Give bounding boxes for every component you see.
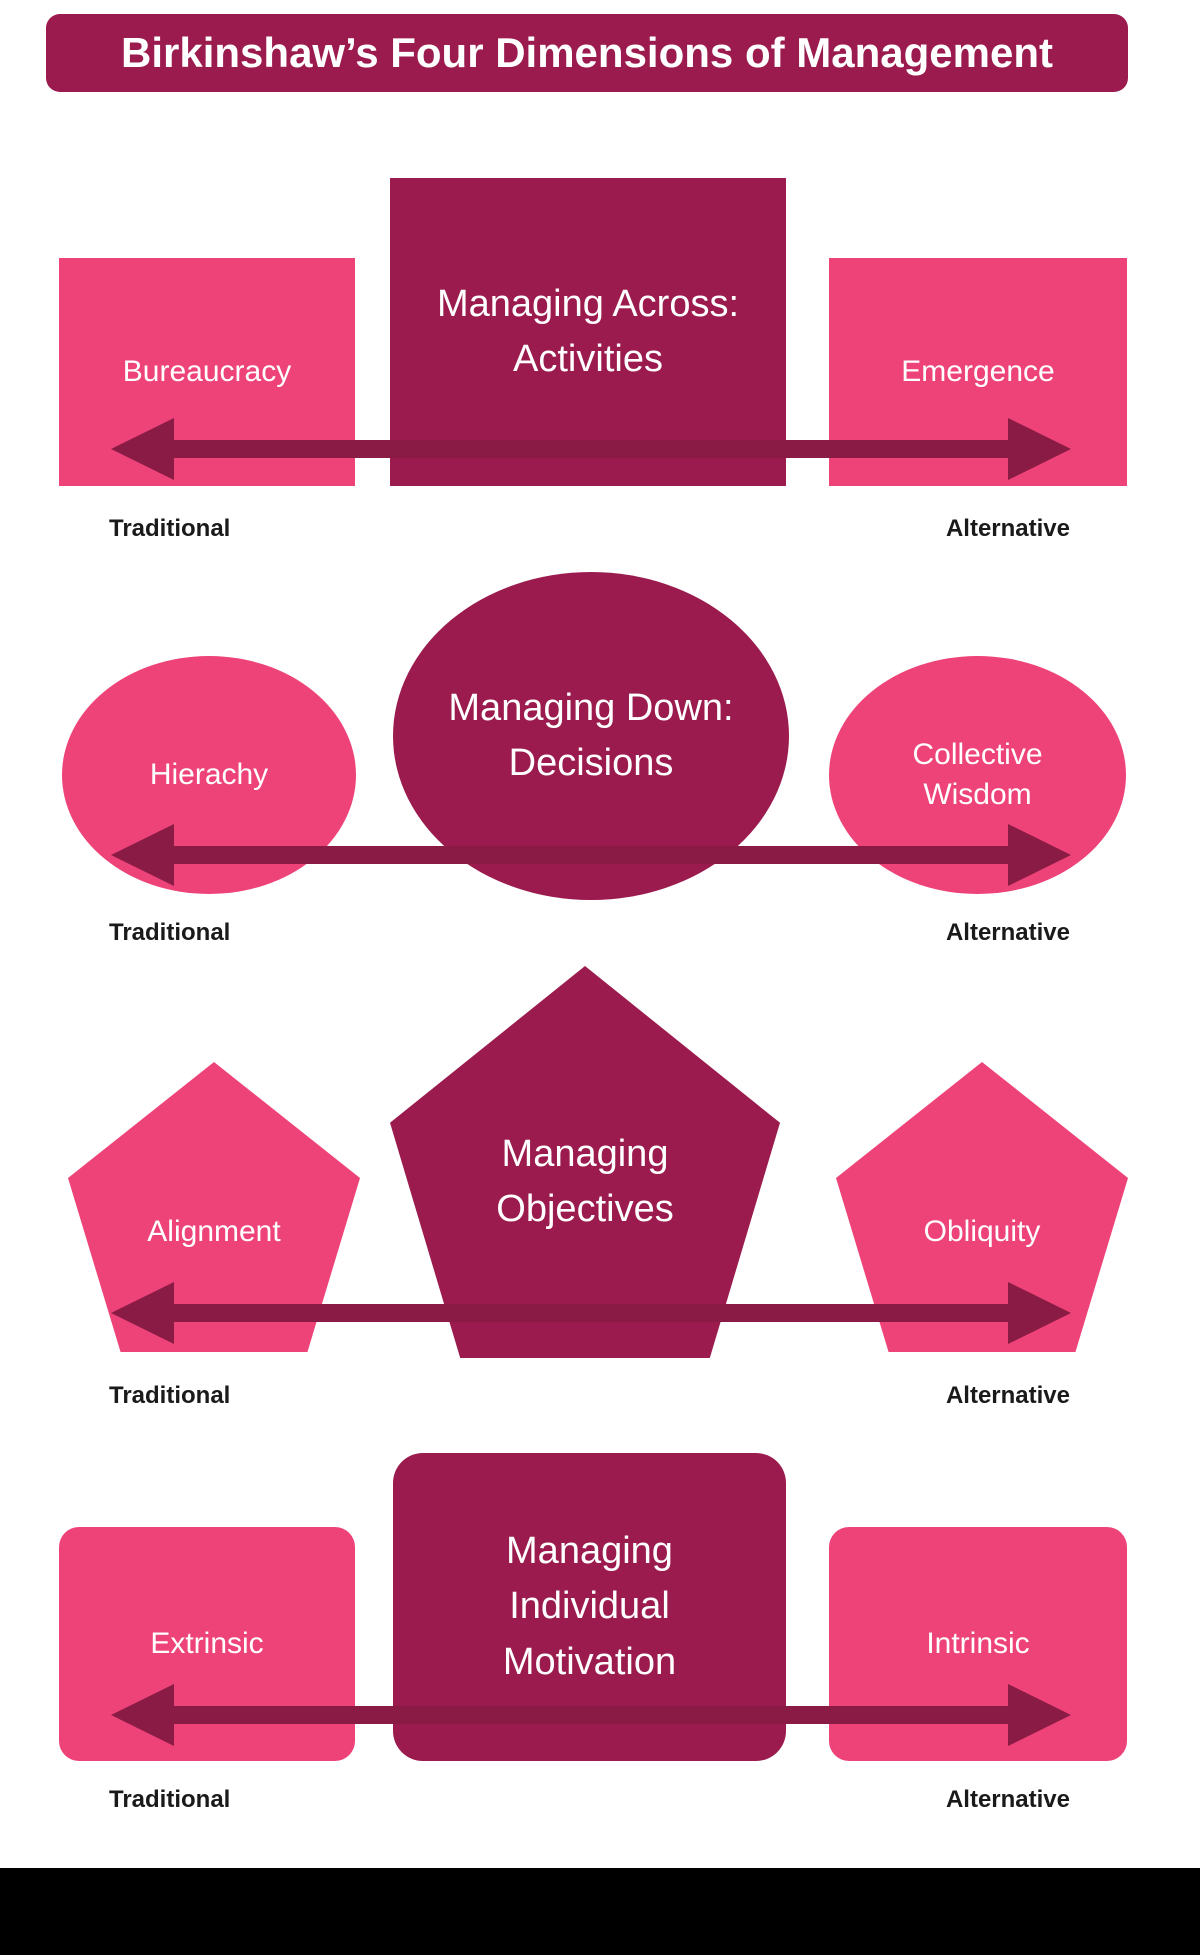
arrow-shaft <box>170 846 1012 864</box>
arrow-shaft <box>170 440 1012 458</box>
arrow-head-right-icon <box>1008 824 1071 886</box>
dimension-decisions: Managing Down: Decisions <box>393 572 789 900</box>
dimension-label: Managing Across: Activities <box>436 282 740 380</box>
arrow-head-left-icon <box>111 1282 174 1344</box>
traditional-label: Traditional <box>109 515 231 542</box>
double-headed-arrow <box>110 414 1072 484</box>
concept-label: Collective Wisdom <box>912 737 1043 812</box>
dimension-activities: Managing Across: Activities <box>390 178 786 486</box>
traditional-label: Traditional <box>109 919 231 946</box>
alternative-label: Alternative <box>945 919 1070 946</box>
arrow-head-left-icon <box>111 1684 174 1746</box>
dimension-label: Managing Individual Motivation <box>502 1530 677 1683</box>
concept-label: Emergence <box>901 354 1055 388</box>
dimension-label: Managing Objectives <box>496 1132 674 1230</box>
arrow-head-left-icon <box>111 418 174 480</box>
arrow-head-right-icon <box>1008 1282 1071 1344</box>
double-headed-arrow <box>110 1680 1072 1750</box>
concept-label: Obliquity <box>923 1214 1041 1248</box>
double-headed-arrow <box>110 820 1072 890</box>
concept-label: Intrinsic <box>926 1626 1030 1660</box>
page-title: Birkinshaw’s Four Dimensions of Manageme… <box>121 29 1053 76</box>
alternative-label: Alternative <box>945 1786 1070 1813</box>
alternative-label: Alternative <box>945 1382 1070 1409</box>
footer-bar <box>0 1868 1200 1955</box>
traditional-label: Traditional <box>109 1786 231 1813</box>
concept-label: Alignment <box>147 1214 281 1248</box>
double-headed-arrow <box>110 1278 1072 1348</box>
dimension-label: Managing Down: Decisions <box>448 686 734 784</box>
alternative-label: Alternative <box>945 515 1070 542</box>
concept-label: Bureaucracy <box>122 354 292 388</box>
arrow-head-right-icon <box>1008 418 1071 480</box>
concept-label: Hierachy <box>149 757 269 791</box>
arrow-head-left-icon <box>111 824 174 886</box>
arrow-shaft <box>170 1706 1012 1724</box>
arrow-shaft <box>170 1304 1012 1322</box>
title-banner: Birkinshaw’s Four Dimensions of Manageme… <box>46 14 1128 92</box>
traditional-label: Traditional <box>109 1382 231 1409</box>
arrow-head-right-icon <box>1008 1684 1071 1746</box>
concept-label: Extrinsic <box>150 1626 264 1660</box>
